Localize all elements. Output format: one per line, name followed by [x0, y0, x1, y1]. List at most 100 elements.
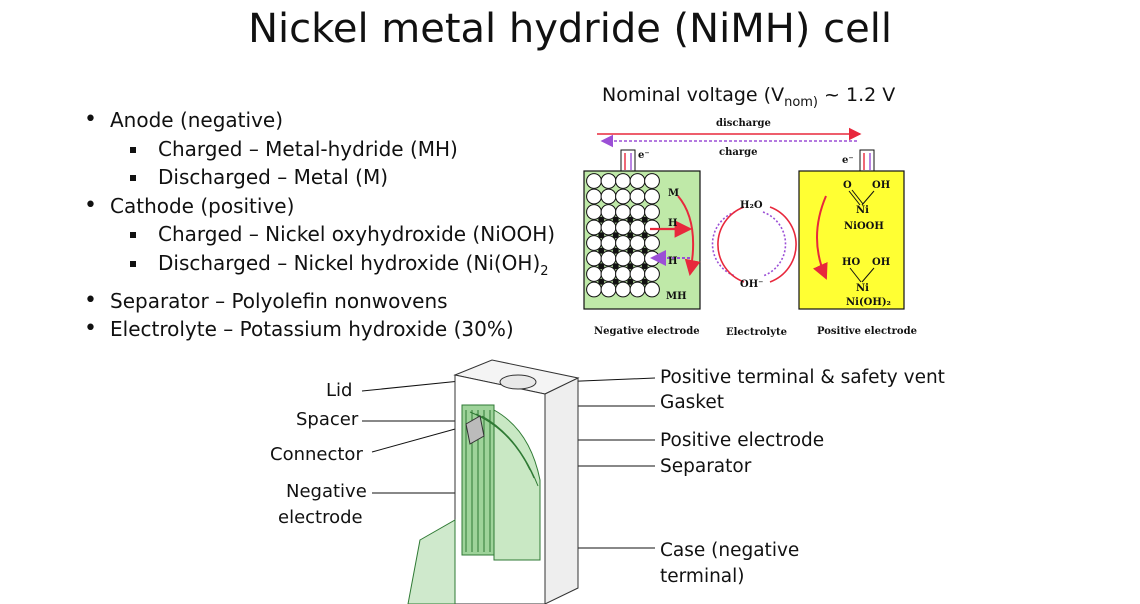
voltage-prefix: Nominal voltage (V [602, 84, 785, 106]
label-ni-bottom: Ni [856, 283, 869, 294]
bullet-cathode: Cathode (positive) [84, 192, 555, 221]
metal-atom [615, 266, 631, 282]
metal-atom [644, 235, 660, 251]
metal-atom [644, 188, 660, 205]
hydrogen-atom [598, 232, 605, 239]
label-o: O [843, 180, 852, 191]
cell-illustration [407, 359, 580, 604]
electrolyte-charge-arc-left [711, 211, 736, 277]
metal-atom [629, 219, 646, 236]
bullet-anode-charged: Charged – Metal-hydride (MH) [84, 135, 555, 164]
label-oh-top: OH [872, 180, 891, 191]
hydrogen-atom [627, 278, 634, 285]
label-niooh: NiOOH [844, 221, 884, 232]
cathode-discharged-text: Discharged – Nickel hydroxide (Ni(OH) [158, 250, 541, 275]
electron-right: e⁻ [842, 155, 854, 166]
nioh2-structure [849, 267, 875, 283]
metal-atom [629, 173, 646, 189]
metal-atom [629, 235, 646, 251]
positive-electrode-caption: Positive electrode [817, 326, 917, 337]
metal-atom [644, 266, 660, 282]
label-positive-terminal: Positive terminal & safety vent [660, 367, 945, 388]
negative-electrode-caption: Negative electrode [594, 326, 700, 337]
metal-atom [586, 204, 602, 220]
metal-atom [586, 235, 602, 251]
metal-atom [629, 266, 646, 282]
cathode-discharged-subscript: 2 [540, 263, 549, 279]
label-gasket: Gasket [660, 392, 725, 413]
hydrogen-atom [612, 278, 619, 285]
charge-label: charge [719, 147, 758, 158]
positive-terminal [859, 149, 875, 173]
metal-atom [600, 173, 617, 189]
negative-terminal [620, 149, 636, 173]
niooh-structure [848, 189, 875, 206]
label-spacer: Spacer [296, 409, 359, 430]
electrolyte-discharge-arc-right [769, 206, 797, 283]
metal-atom [644, 281, 660, 298]
hydrogen-atom [641, 263, 648, 270]
voltage-subscript: nom) [784, 94, 819, 110]
hydrogen-atom [598, 216, 605, 223]
hydrogen-atom [627, 216, 634, 223]
metal-atom [615, 250, 631, 267]
bullet-cathode-charged: Charged – Nickel oxyhydroxide (NiOOH) [84, 220, 555, 249]
metal-atom [600, 188, 617, 205]
metal-atom [586, 266, 602, 282]
metal-atom [644, 219, 660, 236]
metal-atom [615, 204, 631, 220]
hydrogen-atom [598, 278, 605, 285]
bullet-cathode-discharged: Discharged – Nickel hydroxide (Ni(OH)2 [84, 249, 555, 287]
metal-atom [586, 173, 602, 189]
bullet-anode-discharged: Discharged – Metal (M) [84, 163, 555, 192]
label-positive-electrode: Positive electrode [660, 430, 825, 451]
label-case-2: terminal) [660, 566, 745, 587]
label-separator: Separator [660, 456, 752, 477]
label-h: H [668, 218, 678, 229]
hydrogen-atom [612, 247, 619, 254]
metal-atom [615, 219, 631, 236]
hydrogen-atom [598, 263, 605, 270]
label-ho: HO [842, 257, 861, 268]
hydrogen-atom [612, 216, 619, 223]
metal-atom [644, 173, 660, 189]
metal-atom [615, 188, 631, 205]
metal-atom [586, 281, 602, 298]
label-mh: MH [666, 291, 687, 302]
label-oh: OH⁻ [740, 279, 764, 290]
label-connector: Connector [270, 444, 363, 465]
metal-atom [600, 235, 617, 251]
metal-atom [629, 250, 646, 267]
label-h2o: H₂O [740, 200, 763, 211]
metal-atom [586, 188, 602, 205]
metal-atom [644, 204, 660, 220]
label-lid: Lid [326, 380, 353, 401]
label-ni-top: Ni [856, 205, 869, 216]
metal-lattice [586, 173, 660, 298]
metal-atom [600, 219, 617, 236]
slide-title: Nickel metal hydride (NiMH) cell [248, 6, 892, 52]
voltage-suffix: ~ 1.2 V [818, 84, 896, 106]
label-oh-bottom: OH [872, 257, 891, 268]
hydrogen-atom [612, 232, 619, 239]
hydrogen-atom [627, 232, 634, 239]
nominal-voltage-label: Nominal voltage (Vnom) ~ 1.2 V [602, 84, 895, 110]
hydrogen-atom [641, 278, 648, 285]
metal-atom [600, 250, 617, 267]
discharge-label: discharge [716, 118, 771, 129]
metal-atom [615, 235, 631, 251]
metal-atom [615, 281, 631, 298]
metal-atom [629, 281, 646, 298]
electron-left: e⁻ [638, 150, 650, 161]
positive-electrode-box [798, 170, 905, 310]
metal-atom [600, 281, 617, 298]
bullet-list: Anode (negative) Charged – Metal-hydride… [84, 106, 555, 344]
metal-atom [615, 173, 631, 189]
electrolyte-discharge-arc-left [717, 206, 745, 283]
hydrogen-atom [641, 232, 648, 239]
metal-atom [600, 266, 617, 282]
hydrogen-atom [598, 247, 605, 254]
metal-atom [629, 204, 646, 220]
hydrogen-atom [612, 263, 619, 270]
